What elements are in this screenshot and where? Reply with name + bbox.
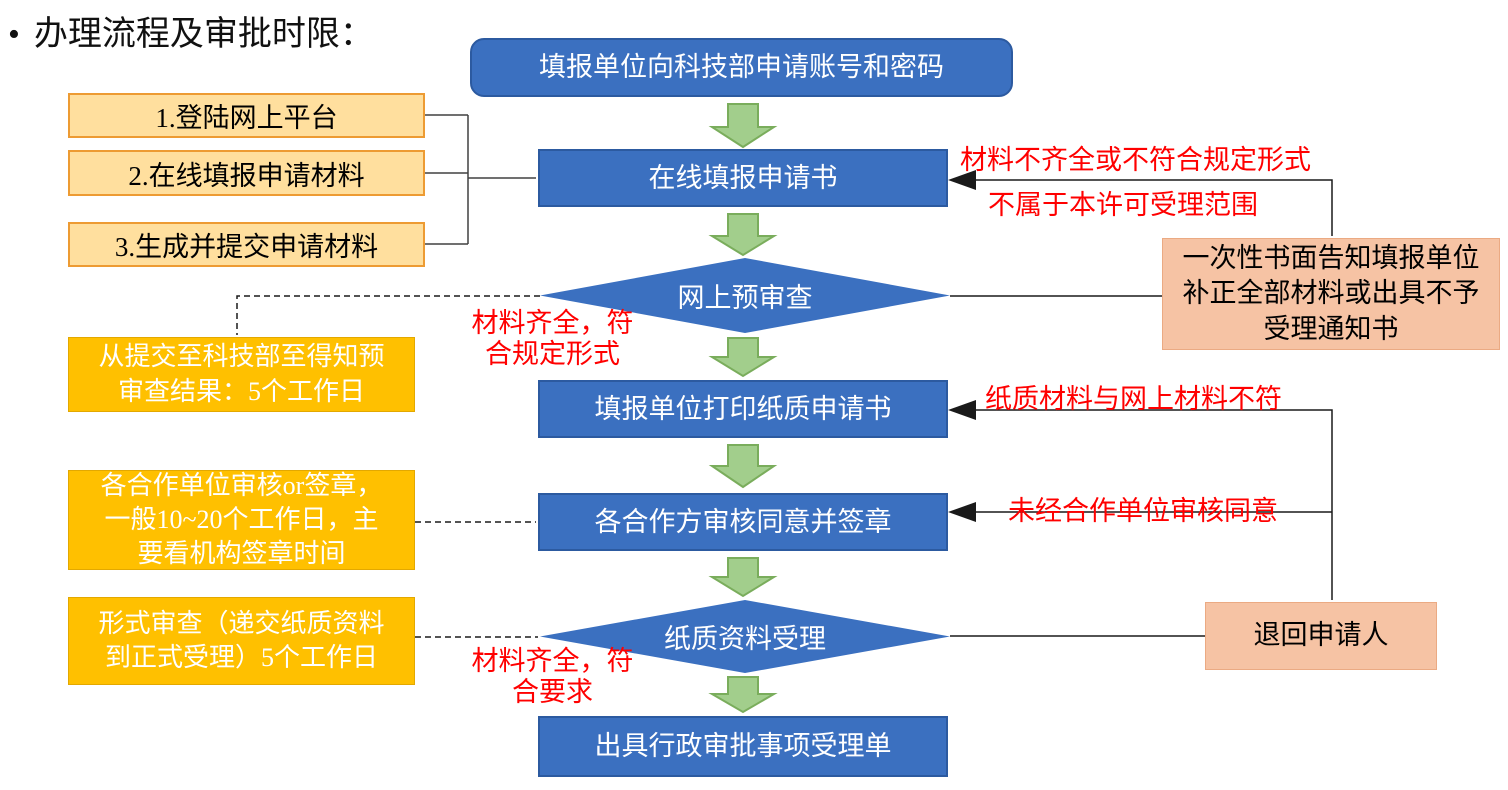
page-title-text: 办理流程及审批时限：: [33, 16, 374, 53]
time-note-partner-sign: 各合作单位审核or签章， 一般10~20个工作日，主 要看机构签章时间: [68, 470, 415, 570]
online-step-submit-materials: 3.生成并提交申请材料: [68, 222, 425, 267]
down-arrow-3-icon: [708, 337, 778, 378]
red-label-pre-review-pass: 材料齐全，符 合规定形式: [471, 308, 634, 370]
time-note-formal-review: 形式审查（递交纸质资料 到正式受理）5个工作日: [68, 597, 415, 685]
down-arrow-5-icon: [708, 557, 778, 598]
down-arrow-1-icon: [708, 103, 778, 149]
return-applicant-box: 退回申请人: [1205, 602, 1437, 670]
arrowhead-into-step2-icon: [948, 170, 976, 190]
page-title: • 办理流程及审批时限：: [8, 6, 374, 55]
notice-box-rejection: 一次性书面告知填报单位 补正全部材料或出具不予 受理通知书: [1162, 238, 1500, 350]
arrowhead-into-step3-icon: [948, 400, 976, 420]
flow-step-online-form: 在线填报申请书: [538, 149, 948, 207]
arrowhead-into-step4-icon: [948, 502, 976, 522]
flow-step-account-request: 填报单位向科技部申请账号和密码: [470, 38, 1013, 97]
red-label-acceptance-pass: 材料齐全，符 合要求: [471, 646, 634, 708]
red-label-out-of-scope: 不属于本许可受理范围: [988, 190, 1258, 220]
time-note-pre-review: 从提交至科技部至得知预 审查结果：5个工作日: [68, 337, 415, 412]
flow-step-partner-sign: 各合作方审核同意并签章: [538, 493, 948, 551]
flow-step-print-paper: 填报单位打印纸质申请书: [538, 380, 948, 438]
down-arrow-6-icon: [708, 676, 778, 714]
flow-step-issue-receipt: 出具行政审批事项受理单: [538, 716, 948, 777]
connector-notice-to-step2: [974, 179, 1333, 236]
red-label-incomplete-materials: 材料不齐全或不符合规定形式: [960, 145, 1311, 175]
down-arrow-4-icon: [708, 444, 778, 489]
online-step-fill-materials: 2.在线填报申请材料: [68, 150, 425, 196]
down-arrow-2-icon: [708, 213, 778, 257]
online-step-login: 1.登陆网上平台: [68, 93, 425, 138]
connector-bracket-online-steps: [425, 114, 536, 245]
bullet-icon: •: [8, 16, 20, 53]
connector-dashed-pre-review-note: [236, 295, 540, 335]
red-label-no-partner-approval: 未经合作单位审核同意: [1008, 496, 1278, 526]
red-label-paper-mismatch: 纸质材料与网上材料不符: [985, 384, 1282, 414]
connector-return-to-steps: [974, 409, 1333, 600]
